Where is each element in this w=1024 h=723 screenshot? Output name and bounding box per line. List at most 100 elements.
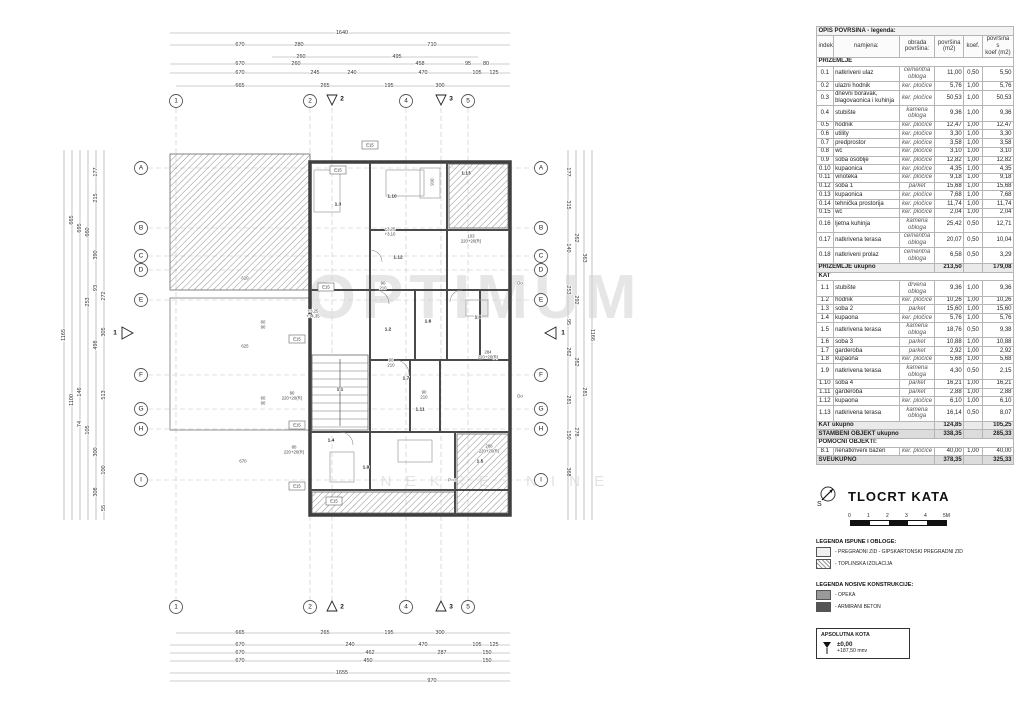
table-cell: kupaonica <box>832 164 900 174</box>
table-cell: 0.1 <box>816 65 834 83</box>
annotation-label: 80 <box>292 445 297 450</box>
dimension-label: 278 <box>573 427 579 436</box>
dimension-label: 305 <box>101 327 107 336</box>
room-number-label: 1.10 <box>387 194 397 200</box>
level-mark-icon <box>823 642 831 655</box>
table-cell: 12,71 <box>981 216 1015 233</box>
section-marker <box>326 599 338 612</box>
table-cell: 1.10 <box>816 378 834 389</box>
dimension-label: 95 <box>565 319 571 325</box>
table-cell: parket <box>898 181 936 192</box>
table-cell: 213,50 <box>934 262 965 273</box>
dimension-label: 177 <box>565 167 571 176</box>
table-cell: kamena obloga <box>898 216 936 233</box>
table-cell: 338,35 <box>934 429 965 439</box>
table-cell: 0.6 <box>816 129 834 140</box>
table-cell: nenatkriveni bazen <box>832 446 900 457</box>
annotation-label: +3,25 <box>308 309 319 314</box>
table-cell: 0.4 <box>816 105 834 122</box>
table-cell: ulazni hodnik <box>832 81 900 91</box>
table-cell: ker. pločice <box>898 295 936 306</box>
table-cell: 8,07 <box>981 405 1015 422</box>
section-marker-label: 1 <box>113 330 117 337</box>
grid-marker-label: A <box>139 165 144 172</box>
dimension-label: 272 <box>101 291 107 300</box>
annotation-label: +14,35 <box>306 314 320 319</box>
dimension-label: 670 <box>235 642 244 648</box>
dimension-label: 1100 <box>69 394 75 406</box>
table-cell: 1,00 <box>963 181 983 192</box>
table-cell: 4,30 <box>934 363 965 380</box>
dimension-label: 462 <box>365 650 374 656</box>
dimension-label: 300 <box>435 83 444 89</box>
grand-total-label: SVEUKUPNO <box>815 455 936 466</box>
legend-item-label: - PREGRADNI ZID - GIPSKARTONSKI PREGRADN… <box>835 549 963 556</box>
table-cell: 0,50 <box>963 363 983 380</box>
table-cell: 7,68 <box>934 190 965 201</box>
dimension-label: 80 <box>483 61 489 67</box>
window-tag <box>288 334 306 344</box>
dimension-label: 93 <box>93 285 99 291</box>
dimension-label: 125 <box>489 642 498 648</box>
dimension-label: 265 <box>320 630 329 636</box>
table-cell: vinoteka <box>832 172 900 183</box>
grid-marker <box>534 473 548 487</box>
dimension-label: 670 <box>235 650 244 656</box>
dimension-label: 458 <box>415 61 424 67</box>
table-cell: 2,04 <box>981 207 1015 218</box>
table-cell: predprostor <box>832 138 900 148</box>
table-cell: ker. pločice <box>898 89 936 107</box>
table-cell: 1,00 <box>963 387 983 398</box>
table-cell: 2,92 <box>981 346 1015 356</box>
table-cell: 11,74 <box>981 199 1015 209</box>
section-marker-label: 2 <box>340 604 344 611</box>
window-tag-label: E15 <box>366 143 374 148</box>
title-block: S TLOCRT KATA <box>816 485 1016 507</box>
dimension-label: 308 <box>93 487 99 496</box>
grid-marker-label: F <box>539 372 543 379</box>
table-cell: soba 4 <box>832 378 900 389</box>
table-cell: 0.9 <box>816 155 834 166</box>
table-cell: ker. pločice <box>898 354 936 365</box>
table-cell: garderoba <box>832 346 900 356</box>
dimension-label: 665 <box>235 83 244 89</box>
table-cell: 1,00 <box>963 155 983 166</box>
dimension-label: 665 <box>69 215 75 224</box>
table-cell: 1,00 <box>963 164 983 174</box>
table-cell: 16,21 <box>981 378 1015 389</box>
table-cell: hodnik <box>832 295 900 306</box>
table-cell: 0,50 <box>963 216 983 233</box>
door-swing <box>339 431 354 446</box>
table-cell: 2,04 <box>934 207 965 218</box>
grid-marker-label: D <box>539 267 544 274</box>
legend-structure: LEGENDA NOSIVE KONSTRUKCIJE: - OPEKA- AR… <box>816 582 1016 613</box>
dimension-label: 262 <box>565 347 571 356</box>
table-cell: 0.5 <box>816 120 834 131</box>
drawing-title: TLOCRT KATA <box>848 488 950 504</box>
table-cell: 16,14 <box>934 405 965 422</box>
table-cell: soba 3 <box>832 337 900 348</box>
table-cell: 10,26 <box>981 295 1015 306</box>
dimension-label: 1165 <box>61 329 67 341</box>
table-cell: 5,50 <box>981 65 1015 83</box>
grid-marker-label: G <box>538 406 543 413</box>
table-cell: 1,00 <box>963 295 983 306</box>
table-cell: 1.3 <box>816 304 834 315</box>
table-cell: 11,74 <box>934 199 965 209</box>
table-cell: 12,82 <box>934 155 965 166</box>
table-cell: 9,36 <box>981 280 1015 297</box>
dimension-label: 253 <box>85 297 91 306</box>
watermark: N E K R E T N I N E <box>381 473 610 490</box>
table-cell: 1.12 <box>816 396 834 407</box>
dimension-label: 215 <box>93 193 99 202</box>
grid-marker-label: 1 <box>174 604 178 611</box>
table-cell: 179,08 <box>981 262 1015 273</box>
dimension-label: 665 <box>235 630 244 636</box>
table-header: obrada površina: <box>898 34 936 58</box>
table-cell: 6,10 <box>981 396 1015 407</box>
table-cell: 0.12 <box>816 181 834 192</box>
dimension-label: 670 <box>235 70 244 76</box>
section-total-label: KAT ukupno <box>815 420 936 431</box>
table-cell: 3,58 <box>981 138 1015 148</box>
